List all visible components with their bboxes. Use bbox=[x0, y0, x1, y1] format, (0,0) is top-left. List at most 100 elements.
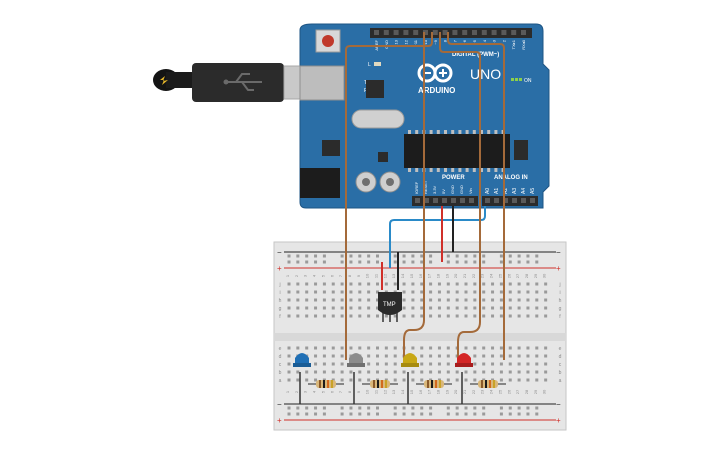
rail-hole[interactable] bbox=[411, 412, 415, 416]
breadboard-hole[interactable] bbox=[384, 314, 388, 318]
breadboard-hole[interactable] bbox=[491, 314, 495, 318]
breadboard-hole[interactable] bbox=[314, 370, 318, 374]
rail-hole[interactable] bbox=[411, 254, 415, 258]
breadboard-hole[interactable] bbox=[517, 282, 521, 286]
breadboard-hole[interactable] bbox=[314, 354, 318, 358]
rail-hole[interactable] bbox=[420, 260, 424, 264]
breadboard-hole[interactable] bbox=[517, 346, 521, 350]
breadboard-hole[interactable] bbox=[473, 370, 477, 374]
breadboard-hole[interactable] bbox=[411, 306, 415, 310]
breadboard-hole[interactable] bbox=[446, 314, 450, 318]
breadboard-hole[interactable] bbox=[482, 370, 486, 374]
breadboard-hole[interactable] bbox=[331, 314, 335, 318]
breadboard-hole[interactable] bbox=[376, 314, 379, 318]
breadboard-hole[interactable] bbox=[535, 314, 539, 318]
rail-hole[interactable] bbox=[376, 412, 379, 416]
breadboard-hole[interactable] bbox=[305, 290, 309, 294]
led-yellow[interactable] bbox=[401, 353, 419, 367]
rail-hole[interactable] bbox=[322, 406, 326, 410]
breadboard-hole[interactable] bbox=[376, 298, 379, 302]
breadboard-hole[interactable] bbox=[544, 354, 548, 358]
breadboard-hole[interactable] bbox=[508, 306, 512, 310]
breadboard-hole[interactable] bbox=[349, 346, 353, 350]
breadboard-hole[interactable] bbox=[376, 290, 379, 294]
breadboard-hole[interactable] bbox=[358, 290, 362, 294]
breadboard-hole[interactable] bbox=[508, 346, 512, 350]
breadboard-hole[interactable] bbox=[526, 346, 530, 350]
breadboard-hole[interactable] bbox=[314, 282, 318, 286]
rail-hole[interactable] bbox=[429, 260, 433, 264]
resistor[interactable] bbox=[470, 380, 506, 388]
breadboard-hole[interactable] bbox=[464, 306, 468, 310]
breadboard-hole[interactable] bbox=[508, 354, 512, 358]
rail-hole[interactable] bbox=[287, 406, 291, 410]
rail-hole[interactable] bbox=[517, 260, 521, 264]
power-pin-hole[interactable] bbox=[415, 198, 420, 203]
rail-hole[interactable] bbox=[349, 412, 353, 416]
breadboard-hole[interactable] bbox=[429, 282, 433, 286]
rail-hole[interactable] bbox=[314, 254, 318, 258]
breadboard-hole[interactable] bbox=[340, 290, 344, 294]
breadboard-hole[interactable] bbox=[455, 306, 459, 310]
power-pin-hole[interactable] bbox=[460, 198, 465, 203]
power-pin-hole[interactable] bbox=[451, 198, 456, 203]
rail-hole[interactable] bbox=[314, 406, 318, 410]
breadboard-hole[interactable] bbox=[464, 290, 468, 294]
breadboard-hole[interactable] bbox=[420, 362, 424, 366]
rail-hole[interactable] bbox=[287, 260, 291, 264]
breadboard-hole[interactable] bbox=[464, 378, 468, 382]
digital-pin-hole[interactable] bbox=[393, 30, 399, 35]
breadboard-hole[interactable] bbox=[446, 362, 450, 366]
rail-hole[interactable] bbox=[393, 260, 397, 264]
breadboard-hole[interactable] bbox=[499, 370, 503, 374]
breadboard-hole[interactable] bbox=[384, 346, 388, 350]
breadboard-hole[interactable] bbox=[322, 314, 326, 318]
breadboard-hole[interactable] bbox=[544, 370, 548, 374]
breadboard-hole[interactable] bbox=[526, 362, 530, 366]
rail-hole[interactable] bbox=[464, 254, 468, 258]
rail-hole[interactable] bbox=[358, 254, 362, 258]
breadboard-hole[interactable] bbox=[358, 306, 362, 310]
digital-pin-hole[interactable] bbox=[383, 30, 389, 35]
breadboard-hole[interactable] bbox=[393, 370, 397, 374]
rail-hole[interactable] bbox=[420, 406, 424, 410]
breadboard-hole[interactable] bbox=[517, 354, 521, 358]
breadboard-hole[interactable] bbox=[314, 290, 318, 294]
breadboard-hole[interactable] bbox=[411, 282, 415, 286]
rail-hole[interactable] bbox=[473, 406, 477, 410]
rail-hole[interactable] bbox=[517, 412, 521, 416]
breadboard-hole[interactable] bbox=[464, 282, 468, 286]
rail-hole[interactable] bbox=[305, 254, 309, 258]
breadboard-hole[interactable] bbox=[437, 346, 441, 350]
analog-pin-hole[interactable] bbox=[503, 198, 508, 203]
rail-hole[interactable] bbox=[376, 406, 379, 410]
breadboard-hole[interactable] bbox=[296, 282, 300, 286]
breadboard-hole[interactable] bbox=[508, 370, 512, 374]
rail-hole[interactable] bbox=[411, 260, 415, 264]
breadboard-hole[interactable] bbox=[358, 282, 362, 286]
resistor[interactable] bbox=[308, 380, 344, 388]
breadboard-hole[interactable] bbox=[358, 314, 362, 318]
breadboard-hole[interactable] bbox=[535, 346, 539, 350]
rail-hole[interactable] bbox=[305, 260, 309, 264]
digital-pin-hole[interactable] bbox=[374, 30, 379, 35]
rail-hole[interactable] bbox=[446, 254, 450, 258]
breadboard-hole[interactable] bbox=[384, 282, 388, 286]
breadboard-hole[interactable] bbox=[296, 306, 300, 310]
breadboard-hole[interactable] bbox=[349, 298, 353, 302]
rail-hole[interactable] bbox=[367, 412, 371, 416]
rail-hole[interactable] bbox=[508, 260, 512, 264]
breadboard-hole[interactable] bbox=[482, 314, 486, 318]
breadboard-hole[interactable] bbox=[393, 354, 397, 358]
rail-hole[interactable] bbox=[499, 406, 503, 410]
breadboard-hole[interactable] bbox=[473, 362, 477, 366]
rail-hole[interactable] bbox=[322, 254, 326, 258]
breadboard-hole[interactable] bbox=[305, 378, 309, 382]
breadboard-hole[interactable] bbox=[482, 282, 486, 286]
digital-pin-hole[interactable] bbox=[501, 30, 507, 35]
breadboard-hole[interactable] bbox=[482, 354, 486, 358]
breadboard-hole[interactable] bbox=[349, 370, 353, 374]
breadboard-hole[interactable] bbox=[535, 378, 539, 382]
breadboard-hole[interactable] bbox=[420, 354, 424, 358]
rail-hole[interactable] bbox=[499, 412, 503, 416]
